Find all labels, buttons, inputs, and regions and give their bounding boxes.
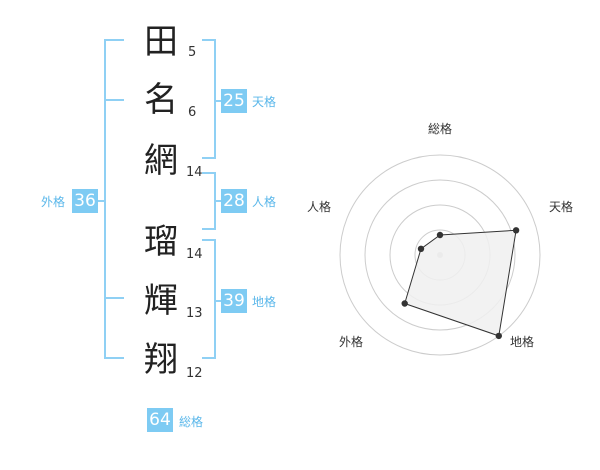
stroke-count-1: 5 [188, 45, 197, 60]
radar-point-2 [495, 332, 502, 340]
jinkaku-bracket-top [202, 172, 216, 174]
gaikaku-bracket-mid-2 [104, 297, 124, 299]
gaikaku-score: 36 [72, 189, 98, 213]
name-char-5: 輝 [144, 281, 178, 321]
gaikaku-label: 外格 [41, 195, 66, 209]
stroke-count-4: 14 [186, 247, 203, 262]
jinkaku-label: 人格 [252, 195, 277, 209]
stroke-count-3: 14 [186, 165, 203, 180]
chikaku-bracket-bottom [202, 357, 216, 359]
stroke-count-5: 13 [186, 306, 203, 321]
radar-ring-4 [339, 154, 541, 356]
radar-series-polygon [404, 229, 517, 337]
gaikaku-connector [98, 200, 106, 202]
name-char-1: 田 [144, 22, 178, 62]
chikaku-bracket-top [202, 239, 216, 241]
tenkaku-score: 25 [221, 89, 247, 113]
stroke-count-6: 12 [186, 366, 203, 381]
radar-chart [339, 154, 541, 356]
stroke-count-2: 6 [188, 105, 197, 120]
radar-axis-label-chikaku: 地格 [510, 335, 535, 349]
gaikaku-bracket [104, 39, 106, 359]
radar-axis-label-jinkaku: 人格 [307, 200, 332, 214]
jinkaku-bracket-bottom [202, 228, 216, 230]
chikaku-label: 地格 [252, 295, 277, 309]
radar-axis-label-gaikaku: 外格 [339, 335, 364, 349]
gaikaku-bracket-bottom [104, 357, 124, 359]
tenkaku-bracket-top [202, 39, 216, 41]
tenkaku-label: 天格 [252, 95, 277, 109]
chikaku-score: 39 [221, 289, 247, 313]
gaikaku-bracket-mid-1 [104, 99, 124, 101]
radar-point-0 [436, 231, 444, 239]
gaikaku-bracket-top [104, 39, 124, 41]
chikaku-bracket [214, 239, 216, 359]
radar-point-4 [417, 245, 425, 252]
name-char-2: 名 [144, 80, 178, 120]
jinkaku-connector [214, 200, 222, 202]
name-char-6: 翔 [144, 340, 178, 380]
name-char-4: 瑠 [144, 222, 178, 262]
jinkaku-score: 28 [221, 189, 247, 213]
radar-point-1 [512, 227, 520, 234]
radar-point-3 [401, 300, 408, 307]
radar-axis-label-tenkaku: 天格 [549, 200, 574, 214]
chikaku-connector [214, 300, 222, 302]
soukaku-score: 64 [147, 408, 173, 432]
tenkaku-bracket-bottom [202, 157, 216, 159]
name-char-3: 網 [144, 141, 178, 181]
radar-axis-label-soukaku: 総格 [428, 122, 453, 136]
tenkaku-bracket [214, 39, 216, 159]
radar-ring-3 [364, 179, 516, 331]
soukaku-label: 総格 [179, 415, 204, 429]
tenkaku-connector [214, 100, 222, 102]
